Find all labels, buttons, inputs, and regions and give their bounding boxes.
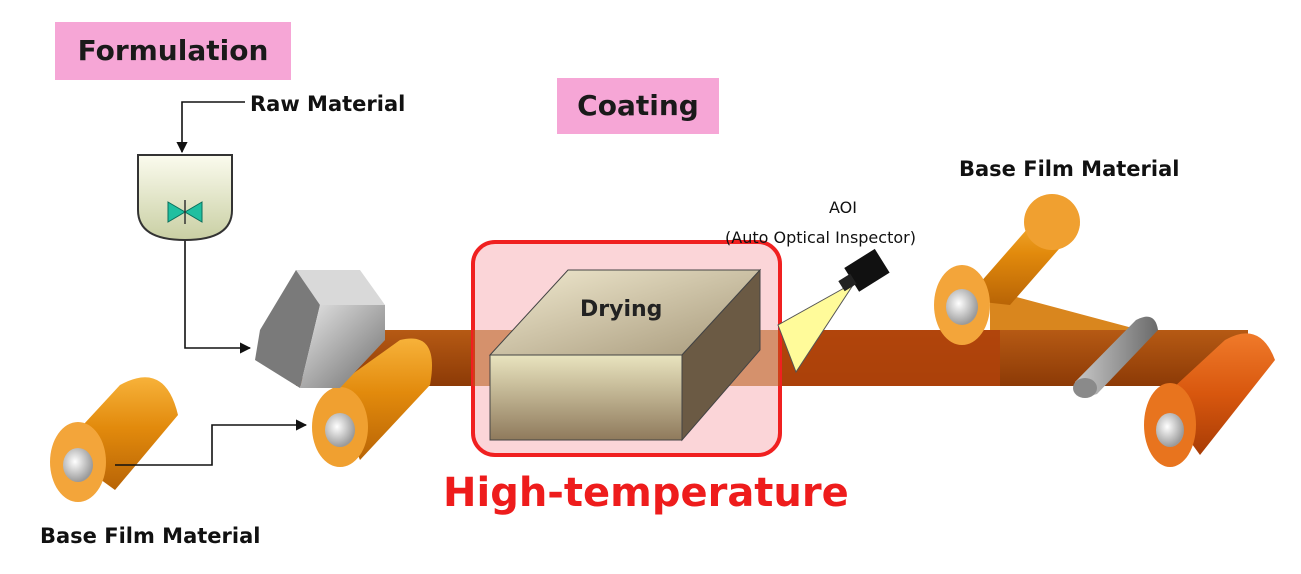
take-up-roller [1144, 333, 1275, 467]
tank-to-die-arrow [184, 241, 252, 354]
camera-icon [838, 248, 890, 292]
valve-icon [167, 201, 186, 223]
drying-label: Drying [580, 297, 663, 322]
formulation-stage-tag: Formulation [55, 22, 291, 80]
base-film-supply-roller-bottom [50, 377, 178, 502]
aoi-full-name-label: (Auto Optical Inspector) [725, 228, 916, 247]
idler-roller [1073, 316, 1158, 398]
inspection-beam [777, 281, 856, 374]
base-film-supply-roller-top [934, 194, 1080, 345]
coating-stage-tag: Coating [557, 78, 719, 134]
base-film-material-label-top: Base Film Material [959, 157, 1180, 181]
base-film-material-label-bottom: Base Film Material [40, 524, 261, 548]
mixing-tank [137, 154, 233, 242]
aoi-label: AOI [829, 198, 857, 217]
film-feed-arrow [115, 419, 308, 466]
high-temperature-label: High-temperature [443, 470, 849, 516]
drying-oven [488, 268, 762, 442]
aoi-inspector [777, 248, 890, 374]
raw-material-arrow [176, 101, 245, 154]
feed-roller [312, 338, 432, 467]
slot-die [255, 270, 385, 388]
raw-material-label: Raw Material [250, 92, 406, 116]
